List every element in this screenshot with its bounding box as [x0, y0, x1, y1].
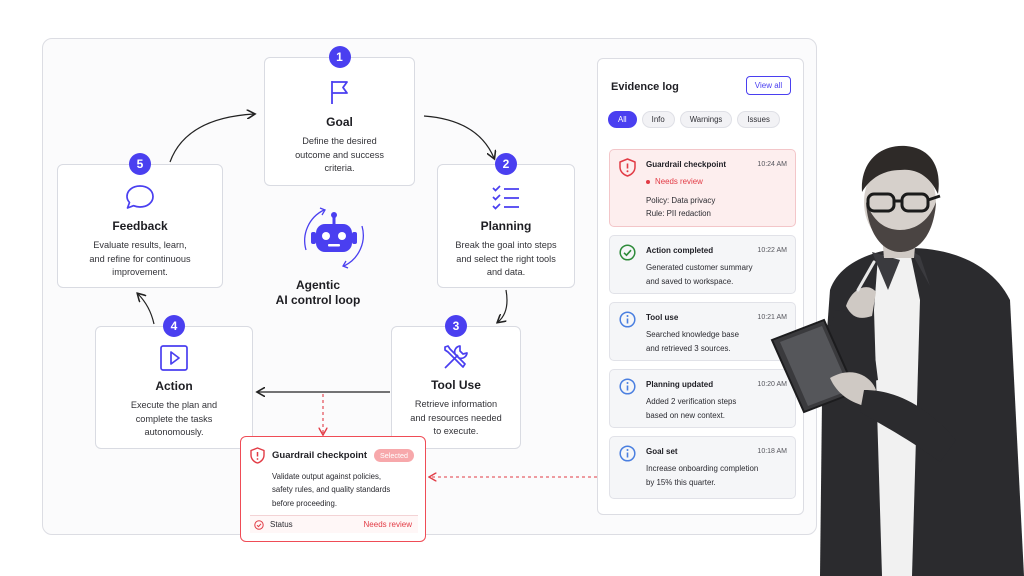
step-number: 5 [129, 153, 151, 175]
tools-icon [444, 345, 468, 369]
guardrail-description: Validate output against policies,safety … [272, 472, 391, 508]
info-icon [619, 445, 636, 462]
evidence-log-title: Evidence log [611, 81, 679, 93]
log-entry-planning[interactable]: Planning updated 10:20 AM Added 2 verifi… [609, 369, 796, 428]
step-number: 2 [495, 153, 517, 175]
info-icon [619, 378, 636, 395]
check-circle-icon [619, 244, 636, 261]
log-entry-time: 10:21 AM [757, 314, 787, 321]
filter-chips: All Info Warnings Issues [608, 111, 780, 128]
info-icon [619, 311, 636, 328]
log-entry-action[interactable]: Action completed 10:22 AM Generated cust… [609, 235, 796, 294]
guardrail-status-row: Status Needs review [250, 515, 418, 533]
person-with-tablet-image [770, 145, 1024, 576]
step-feedback[interactable]: 5 Feedback Evaluate results, learn,and r… [57, 153, 223, 288]
view-all-button[interactable]: View all [746, 76, 791, 95]
step-title: Goal [326, 115, 353, 129]
checklist-icon [492, 185, 519, 210]
log-entry-time: 10:24 AM [757, 161, 787, 168]
filter-all[interactable]: All [608, 111, 637, 128]
log-entry-time: 10:18 AM [757, 448, 787, 455]
log-entry-tool-use[interactable]: Tool use 10:21 AM Searched knowledge bas… [609, 302, 796, 361]
step-title: Tool Use [431, 378, 481, 392]
step-title: Action [155, 379, 193, 393]
step-title: Planning [480, 219, 532, 233]
step-title: Feedback [112, 219, 168, 233]
log-entry-body: Added 2 verification steps based on new … [646, 397, 737, 420]
step-description: Evaluate results, learn,and refine for c… [89, 240, 191, 277]
log-entry-body: Needs review Policy: Data privacy Rule: … [646, 175, 789, 221]
log-entry-time: 10:20 AM [757, 381, 787, 388]
log-entry-goal[interactable]: Goal set 10:18 AM Increase onboarding co… [609, 436, 796, 499]
evidence-log-panel: Evidence log View all All Info Warnings … [597, 58, 804, 515]
step-number: 1 [328, 46, 351, 68]
play-icon [160, 345, 188, 371]
needs-review-status: Needs review [646, 175, 789, 189]
guardrail-title: Guardrail checkpoint [272, 450, 368, 461]
status-value: Needs review [363, 520, 412, 529]
guardrail-checkpoint-card[interactable]: Guardrail checkpoint Selected Validate o… [240, 436, 426, 542]
chat-bubble-icon [126, 185, 154, 209]
log-entry-body: Increase onboarding completion by 15% th… [646, 464, 759, 487]
log-entry-body: Generated customer summary and saved to … [646, 263, 753, 286]
step-number: 3 [445, 315, 467, 337]
log-entry-title: Tool use [646, 313, 679, 322]
log-entry-title: Goal set [646, 447, 678, 456]
step-number: 4 [163, 315, 185, 337]
shield-alert-icon [250, 447, 265, 464]
log-entry-title: Guardrail checkpoint [646, 160, 727, 169]
check-circle-icon [254, 519, 264, 530]
selected-badge: Selected [374, 449, 414, 462]
log-entry-guardrail[interactable]: Guardrail checkpoint 10:24 AM Needs revi… [609, 149, 796, 227]
loop-title: Agentic AI control loop [275, 278, 361, 307]
status-label: Status [270, 520, 293, 529]
filter-warnings[interactable]: Warnings [679, 111, 733, 128]
log-entry-title: Action completed [646, 246, 714, 255]
log-entry-body: Searched knowledge base and retrieved 3 … [646, 330, 740, 353]
flag-icon [330, 81, 348, 104]
shield-alert-icon [619, 158, 636, 177]
log-entry-title: Planning updated [646, 380, 714, 389]
log-entry-time: 10:22 AM [757, 247, 787, 254]
filter-issues[interactable]: Issues [737, 111, 780, 128]
robot-icon [304, 207, 364, 269]
filter-info[interactable]: Info [641, 111, 675, 128]
